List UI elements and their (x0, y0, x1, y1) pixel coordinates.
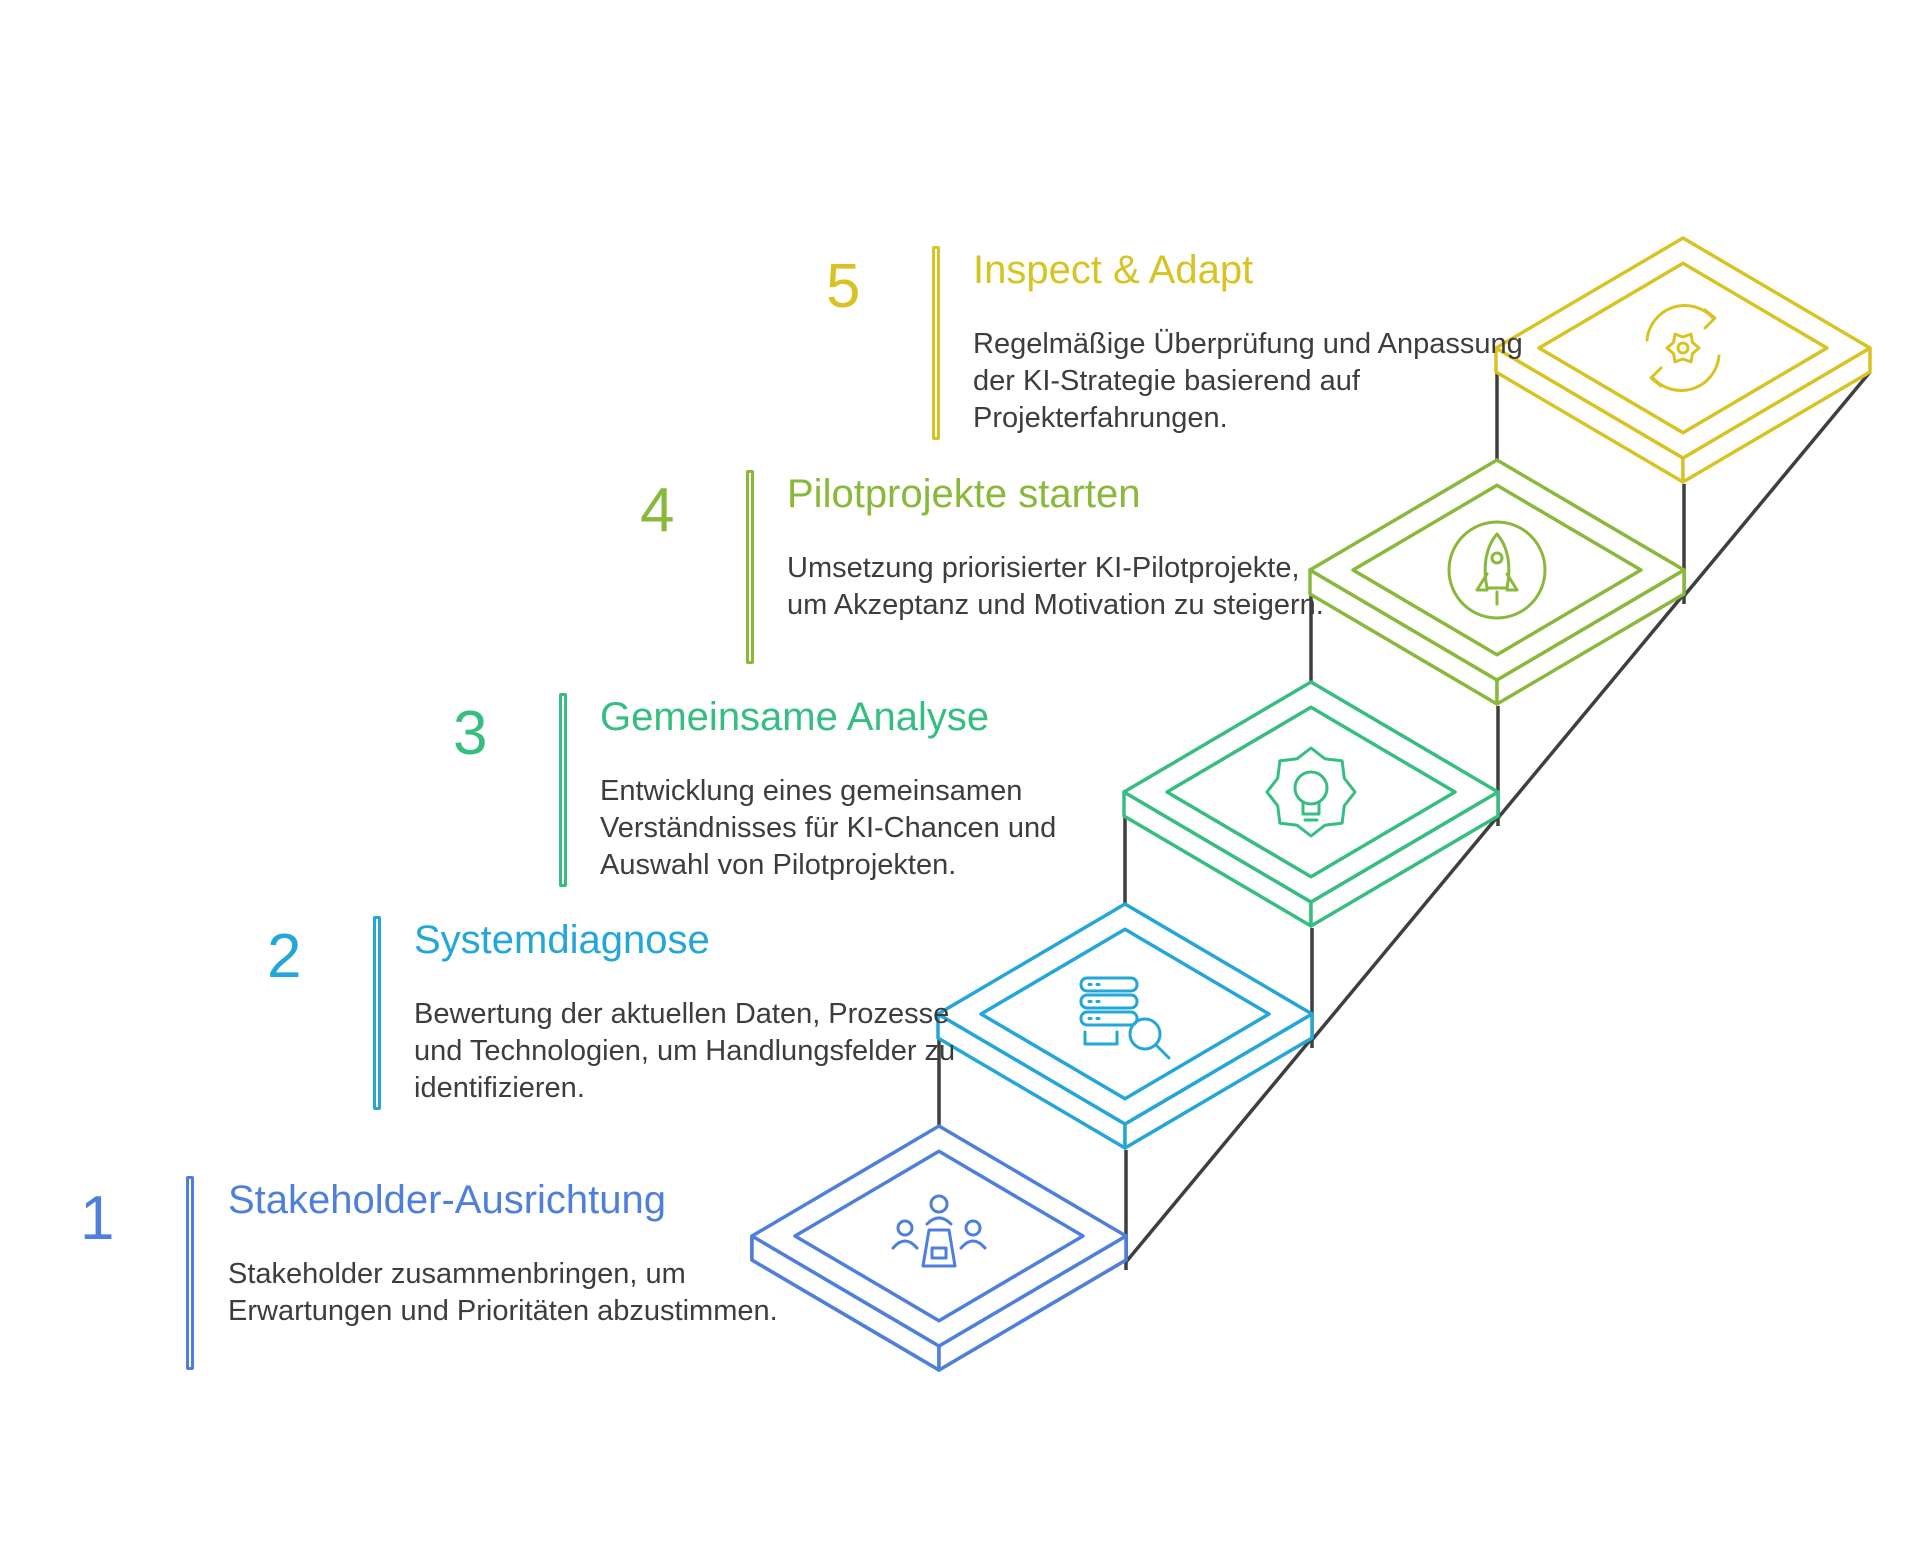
riser-back-diagonal (1310, 814, 1500, 1042)
step-number: 5 (826, 252, 861, 321)
step-inner-diamond (793, 1149, 1085, 1323)
step-description: Bewertung der aktuellen Daten, Prozesse … (414, 998, 956, 1104)
step-inner-diamond (979, 927, 1271, 1101)
stair-step-5 (1494, 236, 1872, 484)
step-bar (186, 1176, 194, 1370)
rocket-icon (1447, 520, 1547, 620)
step-title: Inspect & Adapt (973, 248, 1254, 292)
step-top-face (1122, 680, 1500, 904)
step-description: Umsetzung priorisierter KI-Pilotprojekte… (787, 552, 1324, 621)
step-inner-diamond (1351, 483, 1643, 657)
stair-step-3 (1122, 680, 1500, 928)
step-bar (373, 916, 381, 1110)
step-bar (746, 470, 754, 664)
meeting-table-people-icon (891, 1194, 987, 1268)
step-description: Stakeholder zusammenbringen, um Erwartun… (228, 1258, 778, 1327)
step-title: Stakeholder-Ausrichtung (228, 1178, 667, 1222)
step-number: 3 (453, 699, 488, 768)
step-number: 2 (267, 922, 302, 991)
step-top-face (750, 1124, 1128, 1348)
gear-lightbulb-icon (1265, 746, 1357, 838)
step-number: 4 (640, 476, 675, 545)
step-top-face (936, 902, 1314, 1126)
riser-back-diagonal (1496, 592, 1686, 820)
riser-back-diagonal (1682, 370, 1872, 598)
stair-step-2 (936, 902, 1314, 1150)
step-bar (559, 693, 567, 887)
step-top-face (1308, 458, 1686, 682)
step-description: Regelmäßige Überprüfung und Anpassung de… (973, 328, 1523, 434)
riser-back-diagonal (1124, 1036, 1314, 1264)
refresh-gear-icon (1645, 304, 1721, 392)
database-search-icon (1079, 976, 1171, 1060)
step-top-face (1494, 236, 1872, 460)
step-inner-diamond (1165, 705, 1457, 879)
step-inner-diamond (1537, 261, 1829, 435)
step-number: 1 (80, 1184, 115, 1253)
step-title: Pilotprojekte starten (787, 472, 1141, 516)
step-description: Entwicklung eines gemeinsamen Verständni… (600, 775, 1057, 881)
step-bar (932, 246, 940, 440)
step-title: Systemdiagnose (414, 918, 710, 962)
stair-steps (750, 236, 1872, 1372)
stair-step-1 (750, 1124, 1128, 1372)
step-title: Gemeinsame Analyse (600, 695, 990, 739)
stair-step-4 (1308, 458, 1686, 706)
